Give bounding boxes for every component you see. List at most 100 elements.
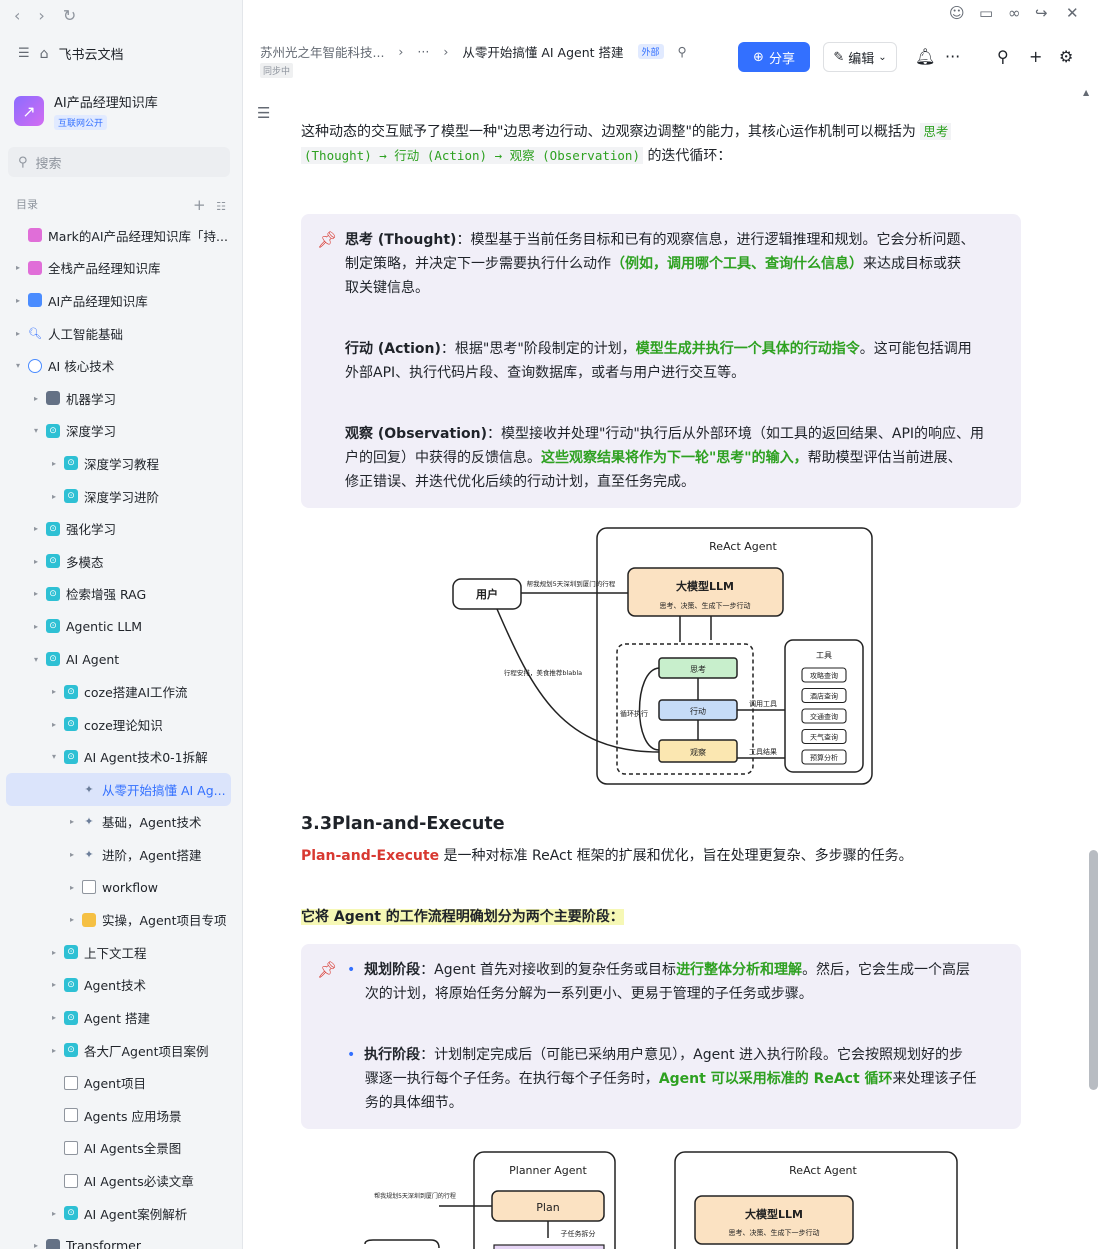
search-icon[interactable]: ⚲	[997, 47, 1009, 66]
close-icon[interactable]: ✕	[1066, 4, 1079, 22]
sidebar-item[interactable]: Agent项目	[0, 1066, 243, 1099]
settings-icon[interactable]: ⚙	[1059, 47, 1074, 66]
caret-right-icon[interactable]: ▸	[69, 817, 74, 827]
sidebar-item[interactable]: ▸⊙各大厂Agent项目案例	[0, 1034, 243, 1067]
window-icon[interactable]: ▭	[979, 4, 994, 22]
sidebar-item[interactable]: ▸⊙深度学习教程	[0, 447, 243, 480]
observe-label: 观察	[690, 747, 706, 757]
caret-down-icon[interactable]: ▾	[33, 426, 38, 436]
sidebar-item[interactable]: ✦从零开始搞懂 AI Ag...	[6, 773, 231, 806]
chevron-right-icon: ›	[443, 44, 449, 59]
window-nav: ‹ › ↻	[14, 6, 76, 25]
caret-right-icon[interactable]: ▸	[69, 882, 74, 892]
collapse-sidebar-icon[interactable]: ☰	[18, 46, 30, 61]
edit-button[interactable]: ✎编辑⌄	[823, 42, 897, 72]
caret-right-icon[interactable]: ▸	[69, 850, 74, 860]
caret-right-icon[interactable]: ▸	[33, 589, 38, 599]
sidebar-item[interactable]: ▸⊙coze搭建AI工作流	[0, 675, 243, 708]
wiki-icon: ⊙	[64, 489, 78, 504]
reload-icon[interactable]: ↻	[62, 6, 77, 25]
caret-right-icon[interactable]: ▸	[51, 687, 56, 697]
sidebar-item[interactable]: ▸✦基础，Agent技术	[0, 806, 243, 839]
plus-icon[interactable]: +	[1029, 47, 1043, 66]
sidebar-item[interactable]: Mark的AI产品经理知识库「持...	[0, 219, 243, 252]
sidebar-item[interactable]: ▸✦进阶，Agent搭建	[0, 838, 243, 871]
sidebar-item[interactable]: Agents 应用场景	[0, 1099, 243, 1132]
sidebar: ‹ › ↻ ☰ ⌂ 飞书云文档 ↗ AI产品经理知识库 互联网公开 ⚲ 搜索 目…	[0, 0, 243, 1249]
sidebar-item[interactable]: AI Agents必读文章	[0, 1164, 243, 1197]
share-button[interactable]: ⊕分享	[738, 42, 810, 72]
sidebar-item[interactable]: AI Agents全景图	[0, 1132, 243, 1165]
app-name[interactable]: 飞书云文档	[58, 48, 124, 63]
caret-right-icon[interactable]: ▸	[51, 719, 56, 729]
llm-sub: 思考、决策、生成下一步行动	[729, 1228, 820, 1237]
sidebar-item[interactable]: ▾AI 核心技术	[0, 349, 243, 382]
forward-icon[interactable]: ›	[38, 6, 45, 25]
breadcrumb-org[interactable]: 苏州光之年智能科技...	[260, 45, 385, 60]
sidebar-item[interactable]: ▸AI产品经理知识库	[0, 284, 243, 317]
sidebar-item[interactable]: ▾⊙AI Agent	[0, 643, 243, 676]
caret-right-icon[interactable]: ▸	[33, 556, 38, 566]
sidebar-item[interactable]: ▸全栈产品经理知识库	[0, 252, 243, 285]
scroll-up-icon[interactable]: ▲	[1083, 88, 1090, 97]
sidebar-item-label: AI Agent案例解析	[84, 1206, 188, 1222]
execution-text: 来处理该子任	[892, 1071, 977, 1087]
sidebar-item-label: 多模态	[66, 554, 104, 570]
sidebar-item[interactable]: ▸⊙Agent技术	[0, 969, 243, 1002]
caret-right-icon[interactable]: ▸	[51, 491, 56, 501]
add-icon[interactable]: +	[193, 196, 206, 214]
knowledge-base-header[interactable]: ↗ AI产品经理知识库 互联网公开	[14, 92, 158, 130]
sidebar-item[interactable]: ▸⊙Agent 搭建	[0, 1001, 243, 1034]
caret-right-icon[interactable]: ▸	[33, 393, 38, 403]
caret-right-icon[interactable]: ▸	[51, 1045, 56, 1055]
list-settings-icon[interactable]: ☷	[216, 200, 226, 213]
breadcrumb-ellipsis[interactable]: ···	[417, 44, 430, 59]
forward-share-icon[interactable]: ↪	[1035, 4, 1048, 22]
outline-icon[interactable]: ☰	[257, 104, 271, 122]
sidebar-item[interactable]: ▸⊙检索增强 RAG	[0, 578, 243, 611]
caret-right-icon[interactable]: ▸	[15, 263, 20, 273]
topbar: ☺ ▭ ∞ ↪ ✕ 苏州光之年智能科技... › ··· › 从零开始搞懂 AI…	[243, 0, 1100, 86]
caret-down-icon[interactable]: ▾	[33, 654, 38, 664]
sidebar-item[interactable]: ▸⊙上下文工程	[0, 936, 243, 969]
back-icon[interactable]: ‹	[14, 6, 21, 25]
bullet: •	[347, 962, 356, 978]
caret-down-icon[interactable]: ▾	[15, 361, 20, 371]
caret-right-icon[interactable]: ▸	[33, 524, 38, 534]
link-icon[interactable]: ∞	[1008, 4, 1021, 22]
caret-right-icon[interactable]: ▸	[51, 980, 56, 990]
sidebar-item[interactable]: ▸workflow	[0, 871, 243, 904]
sidebar-item[interactable]: ▸🔍︎人工智能基础	[0, 317, 243, 350]
sidebar-item[interactable]: ▸实操，Agent项目专项	[0, 903, 243, 936]
pin-icon[interactable]: ⚲	[677, 44, 687, 59]
caret-right-icon[interactable]: ▸	[51, 1208, 56, 1218]
sidebar-item[interactable]: ▸⊙Agentic LLM	[0, 610, 243, 643]
doc-icon	[64, 1173, 78, 1188]
caret-right-icon[interactable]: ▸	[51, 947, 56, 957]
sidebar-item[interactable]: ▸⊙强化学习	[0, 512, 243, 545]
caret-right-icon[interactable]: ▸	[33, 1241, 38, 1249]
bell-icon[interactable]: 🔔︎	[915, 47, 936, 66]
sidebar-item[interactable]: ▸Transformer	[0, 1229, 243, 1249]
caret-down-icon[interactable]: ▾	[51, 752, 56, 762]
sidebar-item[interactable]: ▸⊙AI Agent案例解析	[0, 1197, 243, 1230]
caret-right-icon[interactable]: ▸	[15, 295, 20, 305]
sidebar-item[interactable]: ▾⊙深度学习	[0, 415, 243, 448]
sidebar-item[interactable]: ▸⊙coze理论知识	[0, 708, 243, 741]
caret-right-icon[interactable]: ▸	[15, 328, 20, 338]
comment-icon[interactable]: ☺	[949, 4, 965, 22]
sidebar-item[interactable]: ▸⊙深度学习进阶	[0, 480, 243, 513]
sidebar-item[interactable]: ▸⊙多模态	[0, 545, 243, 578]
sidebar-item[interactable]: ▾⊙AI Agent技术0-1拆解	[0, 741, 243, 774]
search-input[interactable]: ⚲ 搜索	[8, 147, 230, 177]
caret-right-icon[interactable]: ▸	[51, 1013, 56, 1023]
home-icon[interactable]: ⌂	[39, 45, 49, 62]
caret-right-icon[interactable]: ▸	[69, 915, 74, 925]
caret-right-icon[interactable]: ▸	[33, 621, 38, 631]
scrollbar[interactable]	[1089, 850, 1098, 1090]
caret-right-icon[interactable]: ▸	[51, 458, 56, 468]
sidebar-item[interactable]: ▸机器学习	[0, 382, 243, 415]
sidebar-item-label: Agents 应用场景	[84, 1108, 182, 1124]
sidebar-item-label: AI Agents必读文章	[84, 1174, 194, 1190]
more-icon[interactable]: ···	[945, 47, 961, 66]
